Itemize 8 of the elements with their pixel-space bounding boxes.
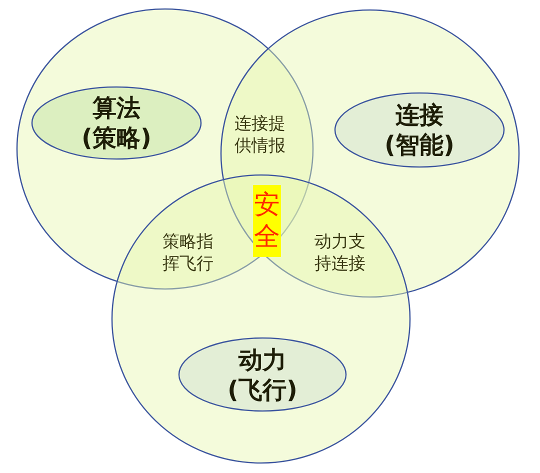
overlap-label: 动力支持连接 [314, 231, 366, 275]
overlap-label: 连接提供情报 [234, 113, 286, 157]
overlap-label: 策略指挥飞行 [162, 231, 214, 275]
highlighted-text: 安全 [253, 185, 281, 257]
venn-circle [111, 174, 411, 464]
ellipse-label: 连接(智能) [334, 92, 505, 168]
ellipse-label: 动力(飞行) [178, 337, 347, 412]
ellipse-label: 算法(策略) [31, 86, 202, 160]
